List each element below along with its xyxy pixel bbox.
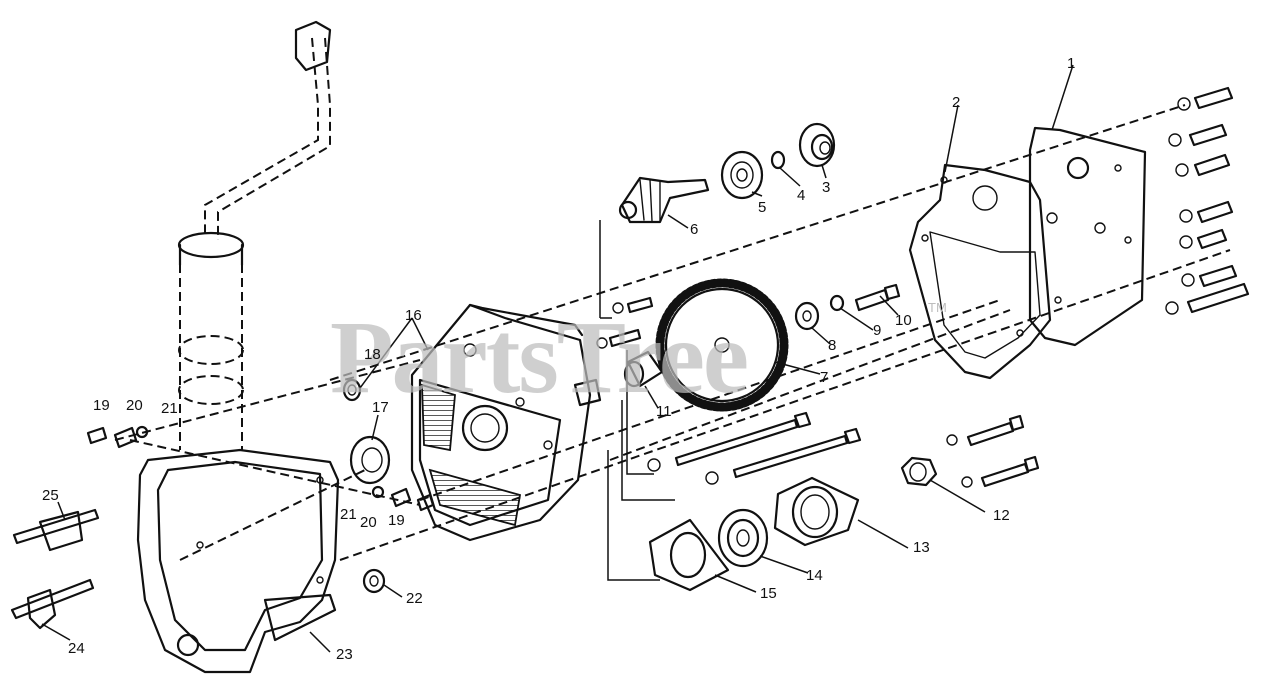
callout-2: 2 [952, 94, 960, 111]
housing-bolt[interactable] [612, 296, 654, 314]
callout-19-right: 19 [388, 512, 405, 529]
housing-bolt[interactable] [596, 328, 642, 349]
callout-18: 18 [364, 346, 381, 363]
callout-16: 16 [405, 307, 422, 324]
cover-bolt[interactable] [1179, 228, 1228, 250]
flange-gasket-part[interactable] [648, 518, 730, 592]
mount-bolt[interactable] [961, 455, 1040, 488]
housing-bearing-part[interactable] [349, 435, 391, 485]
detent-ball-part[interactable] [371, 485, 385, 499]
cover-bolt[interactable] [1179, 200, 1234, 224]
callout-12: 12 [993, 507, 1010, 524]
transmission-case-part[interactable] [136, 448, 340, 674]
flat-washer-part[interactable] [794, 301, 820, 331]
long-bolt[interactable] [705, 427, 862, 485]
callout-25: 25 [42, 487, 59, 504]
transmission-housing-part[interactable] [410, 303, 602, 542]
callout-8: 8 [828, 337, 836, 354]
callout-24: 24 [68, 640, 85, 657]
flange-bearing-housing-part[interactable] [773, 476, 860, 547]
oil-seal-part[interactable] [342, 378, 362, 402]
pinion-shaft-part[interactable] [618, 176, 710, 224]
detent-set-left [86, 425, 149, 449]
callout-11: 11 [656, 403, 672, 420]
cover-bolt[interactable] [1175, 153, 1231, 177]
lock-nut-part[interactable] [900, 456, 938, 487]
callout-15: 15 [760, 585, 777, 602]
detent-ball-part[interactable] [135, 425, 149, 439]
large-gear-part[interactable] [655, 278, 789, 412]
gear-bolt-part[interactable] [854, 283, 901, 312]
watermark-brand-text: PartsTree [330, 300, 747, 415]
detent-set-right [371, 485, 435, 512]
cover-bolt[interactable] [1168, 123, 1228, 147]
brand-watermark: PartsTree TM [330, 300, 947, 415]
callout-19-left: 19 [93, 397, 110, 414]
callout-5: 5 [758, 199, 766, 216]
cover-bolt[interactable] [1165, 282, 1250, 315]
callout-20-left: 20 [126, 397, 143, 414]
callout-20-right: 20 [360, 514, 377, 531]
ball-bearing-part[interactable] [720, 150, 764, 200]
detent-spring-part[interactable] [86, 426, 108, 445]
detent-plug-part[interactable] [390, 487, 412, 508]
callout-22: 22 [406, 590, 423, 607]
lock-washer-part[interactable] [829, 294, 845, 312]
leader-lines [41, 64, 1074, 653]
retaining-ring-part[interactable] [770, 150, 786, 170]
callout-labels: 1 2 3 4 5 6 7 8 9 10 11 12 13 14 15 16 1… [42, 55, 1075, 663]
callout-17: 17 [372, 399, 389, 416]
callout-7: 7 [820, 369, 828, 386]
bearing-cap-part[interactable] [798, 122, 836, 168]
housing-bolts-group [596, 296, 654, 349]
callout-10: 10 [895, 312, 912, 329]
callout-13: 13 [913, 539, 930, 556]
long-bolt[interactable] [647, 411, 812, 472]
callout-9: 9 [873, 322, 881, 339]
callout-21-right: 21 [340, 506, 357, 523]
callout-21-left: 21 [161, 400, 178, 417]
callout-4: 4 [797, 187, 805, 204]
mount-bolt[interactable] [946, 414, 1025, 447]
shift-rod-lower-part[interactable] [10, 578, 95, 630]
long-bolts-group [647, 411, 1040, 488]
cover-bolt[interactable] [1177, 86, 1234, 111]
cover-bolt[interactable] [1181, 264, 1238, 288]
callout-1: 1 [1067, 55, 1075, 72]
gasket-part[interactable] [908, 163, 1052, 380]
cover-plate-part[interactable] [1028, 126, 1147, 347]
callout-6: 6 [690, 221, 698, 238]
hex-nut-part[interactable] [362, 568, 386, 594]
detent-plug-part[interactable] [113, 426, 138, 449]
cover-bolts-group [1165, 86, 1250, 315]
shift-rod-upper-part[interactable] [12, 508, 100, 552]
callout-14: 14 [806, 567, 823, 584]
bushing-part[interactable] [623, 350, 664, 388]
detent-spring-part[interactable] [416, 493, 435, 512]
output-bearing-part[interactable] [717, 508, 769, 568]
callout-23: 23 [336, 646, 353, 663]
callout-3: 3 [822, 179, 830, 196]
shift-lever-part[interactable] [177, 20, 332, 450]
watermark-trademark-text: TM [928, 300, 947, 315]
